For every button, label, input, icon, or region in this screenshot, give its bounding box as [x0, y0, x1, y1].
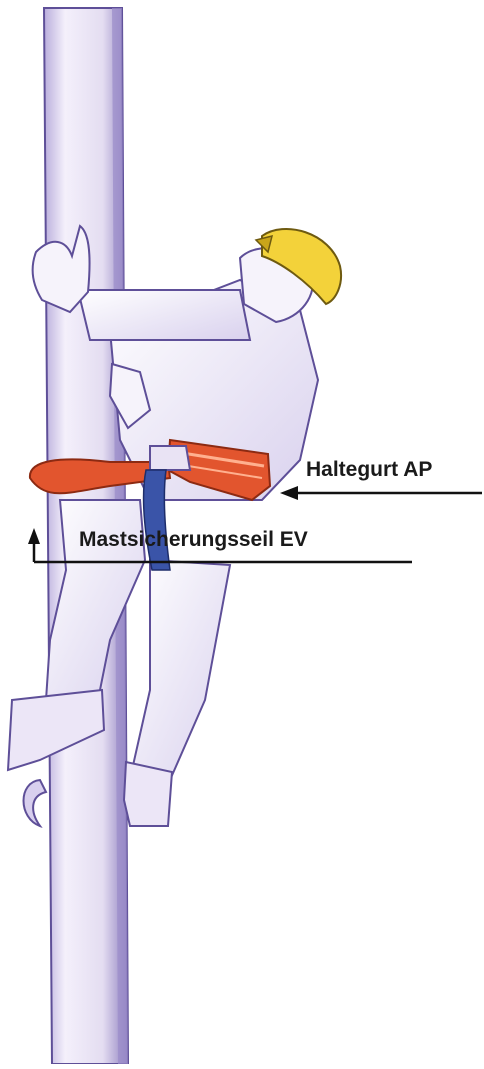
- back-boot: [124, 762, 172, 826]
- label-mastsicherungsseil-ev: Mastsicherungsseil EV: [79, 528, 308, 552]
- back-leg: [132, 560, 230, 780]
- reaching-arm: [78, 290, 250, 340]
- rope-buckle: [150, 446, 190, 470]
- climbing-spike: [24, 780, 47, 826]
- arrow-up-icon: [28, 528, 40, 544]
- label-haltegurt-ap: Haltegurt AP: [306, 458, 432, 482]
- arrow-left-icon: [280, 486, 298, 500]
